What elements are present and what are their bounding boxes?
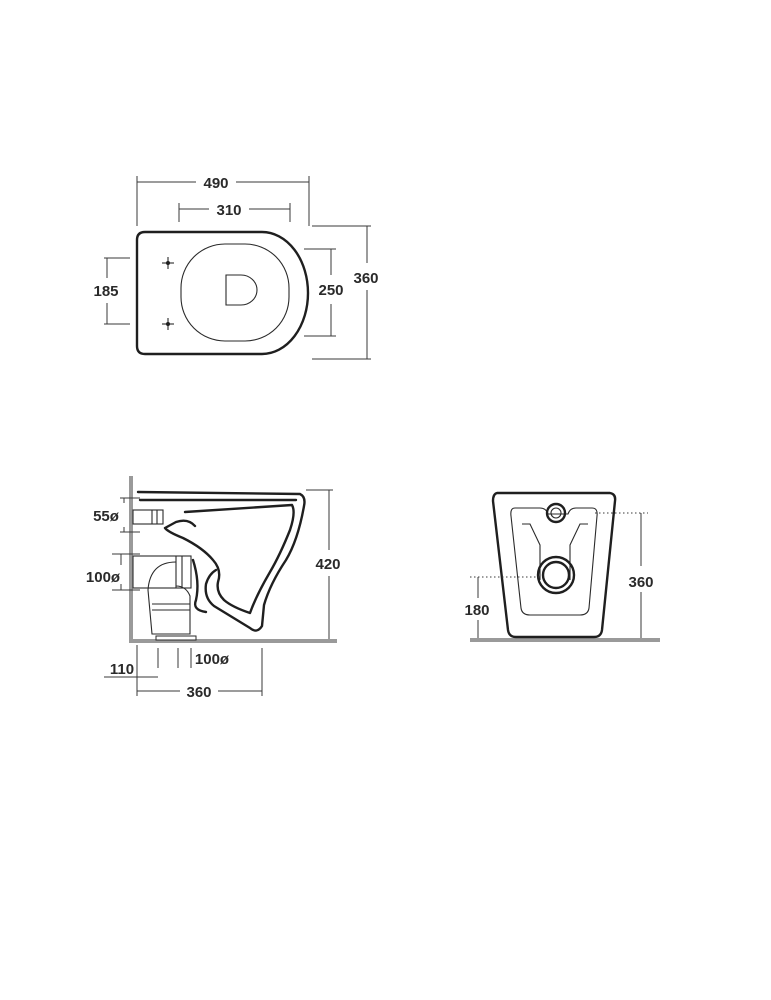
flush-outlet <box>225 274 258 306</box>
side-view: 55ø 100ø 420 110 100ø <box>86 476 341 701</box>
dimension-fixing-spacing: 310 <box>178 202 291 222</box>
top-view: 490 310 185 <box>93 175 379 360</box>
floor-outlet-flange <box>155 635 197 641</box>
outlet-height-label: 180 <box>464 602 489 619</box>
back-cavity-inner <box>522 523 588 580</box>
wall <box>129 476 133 643</box>
dimension-inlet-height: 360 <box>628 513 654 638</box>
height-label: 420 <box>315 556 340 573</box>
floor-outlet-diameter-label: 100ø <box>195 651 230 668</box>
side-outline <box>136 490 306 632</box>
dimension-fixing-height: 185 <box>93 257 130 325</box>
dimension-inlet-diameter: 55ø <box>93 497 140 533</box>
dimension-overall-width: 360 <box>312 225 379 360</box>
dimension-height: 420 <box>306 489 341 639</box>
dimension-floor-outlet-offset: 110 <box>104 645 159 696</box>
inlet-connection <box>545 502 567 524</box>
outlet-pipe <box>132 555 192 589</box>
inlet-pipe <box>132 509 164 525</box>
fixing-spacing-label: 310 <box>216 202 241 219</box>
outlet-connection <box>536 555 576 595</box>
fixing-height-label: 185 <box>93 283 118 300</box>
dimension-floor-depth: 360 <box>137 648 263 701</box>
floor-bend <box>147 561 191 635</box>
bowl-opening <box>180 243 290 342</box>
floor-outlet-offset-label: 110 <box>110 661 134 678</box>
trap-inner <box>191 558 208 614</box>
bowl-width-label: 250 <box>318 282 343 299</box>
floor-depth-label: 360 <box>186 684 211 701</box>
outlet-diameter-label: 100ø <box>86 569 121 586</box>
overall-length-label: 490 <box>203 175 228 192</box>
dimension-overall-length: 490 <box>136 175 310 226</box>
floor-line <box>129 639 337 643</box>
dimension-bowl-width: 250 <box>304 248 344 337</box>
back-floor-line <box>470 638 660 642</box>
dimension-floor-outlet-diameter: 100ø <box>177 648 230 668</box>
overall-width-label: 360 <box>353 270 378 287</box>
rim-underside <box>163 503 295 615</box>
inlet-height-label: 360 <box>628 574 653 591</box>
inlet-diameter-label: 55ø <box>93 508 120 525</box>
dimension-outlet-height: 180 <box>464 577 490 638</box>
fixing-point-upper <box>162 257 174 269</box>
back-outline <box>491 491 617 639</box>
back-view: 180 360 <box>464 491 660 642</box>
dimension-outlet-diameter: 100ø <box>86 553 140 591</box>
top-outline <box>135 230 310 356</box>
fixing-point-lower <box>162 318 174 330</box>
